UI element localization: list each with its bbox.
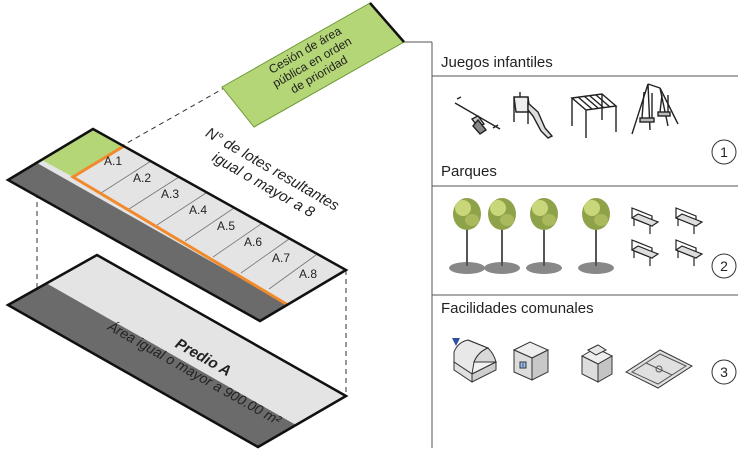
cession-block: Cesión de área pública en orden de prior… [221, 2, 405, 128]
monkey-bars-icon [570, 93, 618, 138]
tree-icon-3 [526, 198, 562, 274]
lot-label: A.3 [161, 187, 179, 201]
lot-label: A.8 [299, 267, 317, 281]
svg-text:2: 2 [720, 258, 728, 274]
playground-icons [454, 83, 679, 139]
seesaw-icon [454, 96, 501, 135]
section-number-3: 3 [711, 359, 737, 385]
lot-label: A.2 [133, 171, 151, 185]
clinic-icon [512, 341, 550, 381]
sections-frame [404, 41, 738, 448]
lot-labels: A.1A.2A.3A.4A.5A.6A.7A.8 [104, 154, 317, 281]
tree-icon-4 [578, 198, 614, 274]
bench-icon-4 [674, 239, 704, 266]
facility-icons [452, 338, 694, 389]
lot-label: A.6 [244, 235, 262, 249]
section-title-facilidades: Facilidades comunales [441, 300, 594, 317]
tree-icon-2 [484, 198, 520, 274]
lot-dividers [100, 160, 317, 290]
warehouse-icon [452, 338, 497, 383]
lot-label: A.5 [217, 219, 235, 233]
bench-icon-2 [674, 207, 704, 234]
section-number-2: 2 [711, 253, 737, 279]
lot-label: A.4 [189, 203, 207, 217]
community-house-icon [580, 344, 614, 383]
slide-icon [513, 92, 554, 139]
section-title-parques: Parques [441, 163, 497, 180]
svg-text:3: 3 [720, 364, 728, 380]
bench-icon-3 [630, 239, 660, 266]
svg-text:1: 1 [720, 144, 728, 160]
section-number-1: 1 [711, 139, 737, 165]
lot-label: A.1 [104, 154, 122, 168]
bench-icons [630, 207, 704, 266]
bench-icon-1 [630, 207, 660, 234]
swing-icon [631, 83, 679, 135]
lot-label: A.7 [272, 251, 290, 265]
sports-court-icon [624, 349, 694, 389]
predio-layer: Predio A Área igual o mayor a 900.00 m² [5, 253, 349, 449]
connector-lines [36, 86, 347, 396]
section-title-juegos: Juegos infantiles [441, 54, 553, 71]
tree-icon-1 [449, 198, 485, 274]
